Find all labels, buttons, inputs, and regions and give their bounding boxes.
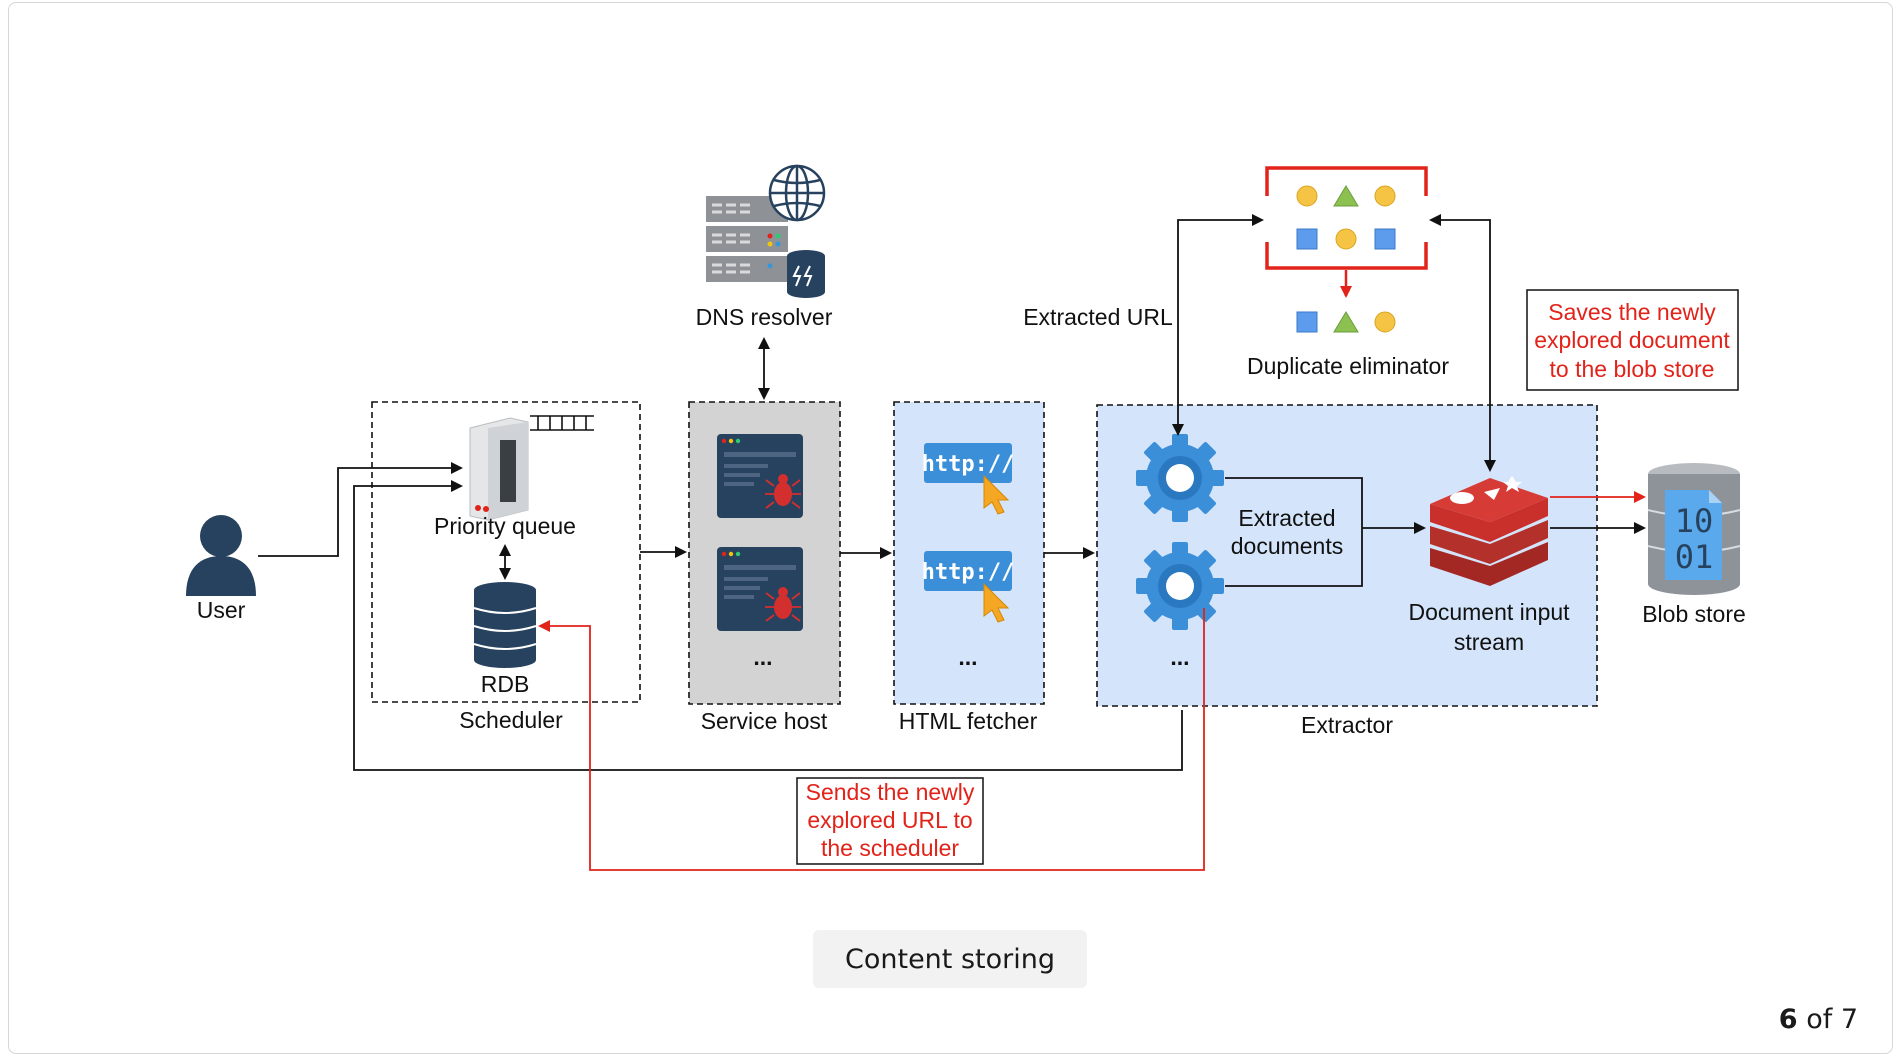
svg-text:http://: http:// <box>922 560 1015 585</box>
pager-separator: of <box>1806 1004 1833 1035</box>
blob-note: Saves the newly explored document to the… <box>1526 289 1739 391</box>
globe-icon <box>768 164 826 222</box>
svg-text:http://: http:// <box>922 452 1015 477</box>
extractor-label: Extractor <box>1301 712 1393 738</box>
url-to-rdb-arrow <box>538 608 1205 871</box>
scheduler-note: Sends the newly explored URL to the sche… <box>796 777 984 865</box>
service-host-label: Service host <box>701 708 828 734</box>
extractor-ellipsis: ... <box>1170 644 1189 670</box>
crawler-window-icon <box>717 547 803 631</box>
blob-store-icon: 10 01 <box>1647 463 1741 595</box>
blob-store-label: Blob store <box>1642 601 1746 627</box>
red-flow-arrows <box>538 491 1646 871</box>
scheduler-box <box>371 401 641 703</box>
blob-note-line: Saves the newly <box>1548 299 1716 325</box>
scheduler-note-line: explored URL to <box>807 807 972 833</box>
stream-dedup-arrow <box>1429 214 1496 472</box>
scheduler-note-line: the scheduler <box>821 835 959 861</box>
pager-current: 6 <box>1778 1004 1798 1035</box>
duplicate-eliminator-label: Duplicate eliminator <box>1247 353 1449 379</box>
svg-text:10: 10 <box>1675 502 1714 540</box>
extracted-url-label: Extracted URL <box>1023 304 1173 330</box>
rdb-label: RDB <box>481 671 530 697</box>
duplicate-eliminator-frame <box>1265 166 1428 270</box>
redis-stream-icon <box>1430 476 1548 586</box>
extracted-documents-label: Extracted <box>1238 505 1335 531</box>
http-link-icon: http:// <box>922 443 1015 515</box>
gears-to-stream-arrow <box>1225 477 1424 587</box>
shapes-icon <box>1296 185 1396 333</box>
loopback-to-queue-arrow <box>353 480 1183 771</box>
document-input-stream-label: Document input <box>1408 599 1570 625</box>
html-fetcher-label: HTML fetcher <box>899 708 1038 734</box>
extracted-documents-label-line2: documents <box>1231 533 1344 559</box>
crawler-window-icon <box>717 434 803 518</box>
svg-text:01: 01 <box>1675 538 1714 576</box>
dns-resolver-label: DNS resolver <box>696 304 833 330</box>
slide-pager: 6 of 7 <box>1779 1004 1858 1035</box>
rdb-database-icon <box>473 582 537 668</box>
user-icon <box>186 515 256 596</box>
gear-icon <box>1136 434 1224 522</box>
slide-caption: Content storing <box>813 930 1087 988</box>
priority-queue-icon <box>469 417 529 521</box>
extracted-url-arrow <box>1172 214 1264 436</box>
blob-note-line: explored document <box>1534 327 1730 353</box>
queue-slots-icon <box>530 415 594 431</box>
scheduler-note-line: Sends the newly <box>806 779 975 805</box>
blob-note-line: to the blob store <box>1550 356 1715 382</box>
pager-total: 7 <box>1840 1004 1858 1035</box>
gear-icon <box>1136 542 1224 630</box>
http-link-icon: http:// <box>922 551 1015 623</box>
user-to-queue-arrow <box>258 462 463 557</box>
user-label: User <box>197 597 246 623</box>
dns-server-icon <box>706 196 788 282</box>
html-fetcher-ellipsis: ... <box>958 644 977 670</box>
priority-queue-label: Priority queue <box>434 513 576 539</box>
scheduler-label: Scheduler <box>459 707 563 733</box>
service-host-ellipsis: ... <box>753 644 772 670</box>
document-input-stream-label-line2: stream <box>1454 629 1524 655</box>
dns-cache-icon <box>787 250 825 298</box>
flow-arrows <box>258 214 1646 771</box>
